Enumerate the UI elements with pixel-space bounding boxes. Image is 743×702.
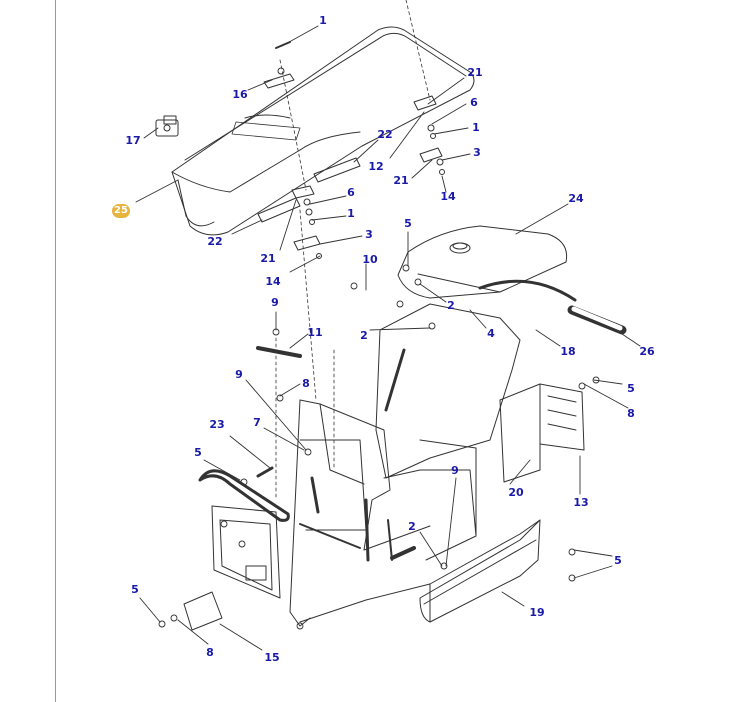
callout-label-9[interactable]: 9 <box>235 368 243 381</box>
callout-label-15[interactable]: 15 <box>264 651 280 664</box>
callout-label-21[interactable]: 21 <box>467 66 483 79</box>
callout-label-6[interactable]: 6 <box>347 186 355 199</box>
callout-label-5[interactable]: 5 <box>404 217 412 230</box>
callout-label-3[interactable]: 3 <box>473 146 481 159</box>
callout-label-13[interactable]: 13 <box>573 496 589 509</box>
spring-rod-parts <box>256 346 361 549</box>
callout-label-4[interactable]: 4 <box>487 327 495 340</box>
callout-label-2[interactable]: 2 <box>447 299 455 312</box>
callout-label-16[interactable]: 16 <box>232 88 248 101</box>
callout-label-5[interactable]: 5 <box>194 446 202 459</box>
callout-label-8[interactable]: 8 <box>302 377 310 390</box>
callout-label-10[interactable]: 10 <box>362 253 378 266</box>
callout-label-8[interactable]: 8 <box>627 407 635 420</box>
callout-label-6[interactable]: 6 <box>470 96 478 109</box>
fender-pan-part <box>397 225 568 299</box>
callout-label-1[interactable]: 1 <box>472 121 480 134</box>
callout-label-25[interactable]: 25 <box>112 204 130 218</box>
alignment-lines <box>275 0 431 501</box>
callout-label-3[interactable]: 3 <box>365 228 373 241</box>
seat-latch-part <box>155 115 179 137</box>
seat-strap-parts <box>257 157 361 223</box>
hinge-bracket-parts <box>263 41 445 259</box>
cable-spring-part <box>478 279 627 335</box>
callout-label-12[interactable]: 12 <box>368 160 384 173</box>
callout-label-19[interactable]: 19 <box>529 606 545 619</box>
callout-label-9[interactable]: 9 <box>451 464 459 477</box>
callout-label-2[interactable]: 2 <box>408 520 416 533</box>
callout-label-2[interactable]: 2 <box>360 329 368 342</box>
seat-cover-part <box>171 26 475 236</box>
callout-label-1[interactable]: 1 <box>347 207 355 220</box>
callout-label-14[interactable]: 14 <box>440 190 456 203</box>
callout-label-9[interactable]: 9 <box>271 296 279 309</box>
callout-label-7[interactable]: 7 <box>253 416 261 429</box>
callout-label-21[interactable]: 21 <box>393 174 409 187</box>
page-divider <box>55 0 56 702</box>
callout-label-23[interactable]: 23 <box>209 418 225 431</box>
side-panel-part <box>183 469 290 631</box>
callout-label-11[interactable]: 11 <box>307 326 323 339</box>
callout-label-22[interactable]: 22 <box>207 235 223 248</box>
callout-label-20[interactable]: 20 <box>508 486 524 499</box>
callout-label-24[interactable]: 24 <box>568 192 584 205</box>
front-bumper-part <box>419 519 541 623</box>
callout-label-5[interactable]: 5 <box>614 554 622 567</box>
callout-label-22[interactable]: 22 <box>377 128 393 141</box>
callout-label-18[interactable]: 18 <box>560 345 576 358</box>
leader-lines <box>135 25 641 651</box>
fastener-parts <box>158 264 600 630</box>
callout-label-14[interactable]: 14 <box>265 275 281 288</box>
callout-label-26[interactable]: 26 <box>639 345 655 358</box>
callout-label-1[interactable]: 1 <box>319 14 327 27</box>
rear-panel-parts <box>499 383 585 483</box>
callout-label-8[interactable]: 8 <box>206 646 214 659</box>
callout-label-5[interactable]: 5 <box>627 382 635 395</box>
callout-label-17[interactable]: 17 <box>125 134 141 147</box>
main-frame-part <box>289 303 541 627</box>
callout-label-5[interactable]: 5 <box>131 583 139 596</box>
callout-label-21[interactable]: 21 <box>260 252 276 265</box>
